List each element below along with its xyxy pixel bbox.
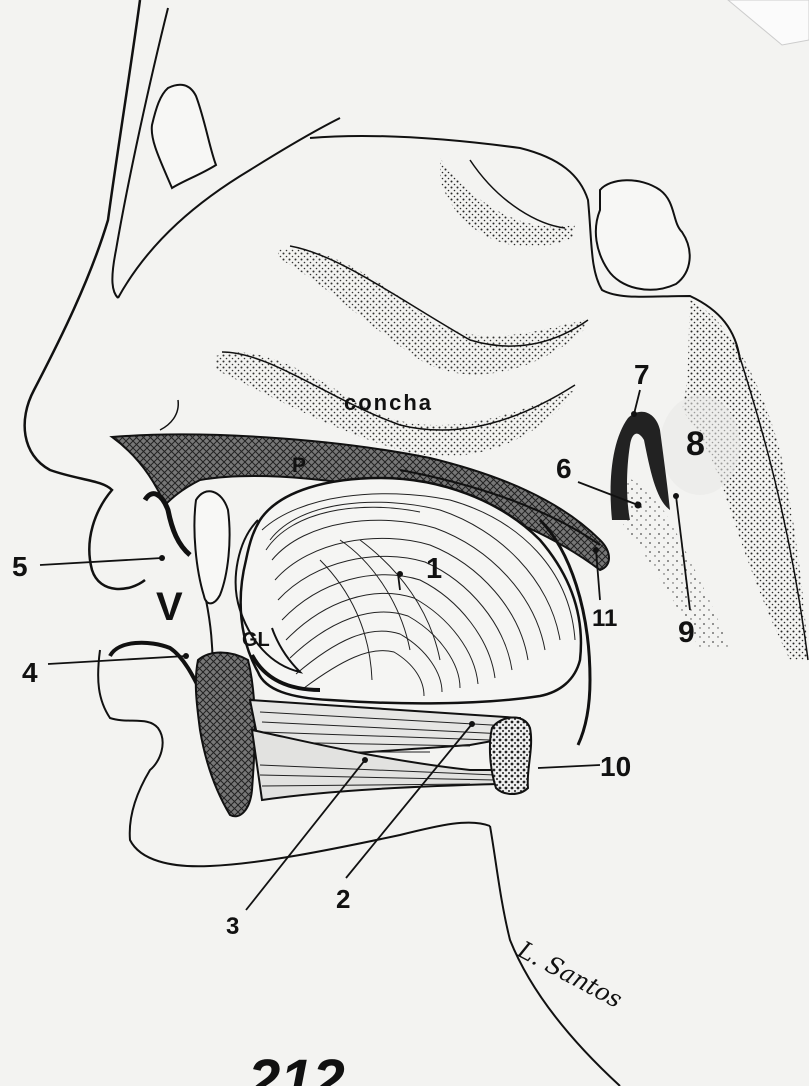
page-mark: 212 xyxy=(247,1048,345,1086)
palate-label: P xyxy=(292,454,306,477)
upper-incisor xyxy=(194,491,229,603)
sphenoid-sinus xyxy=(596,180,690,289)
hyoid-bone xyxy=(490,717,531,794)
callout-5: 5 xyxy=(12,551,28,582)
nostril-line xyxy=(160,400,178,430)
lower-lip xyxy=(110,643,205,700)
upper-lip xyxy=(145,494,190,555)
nose-profile xyxy=(25,0,145,589)
callout-6: 6 xyxy=(556,453,572,484)
nasopharynx-stipple xyxy=(610,478,730,650)
callout-1: 1 xyxy=(426,553,442,585)
frontal-sinus xyxy=(152,85,216,188)
callout-10: 10 xyxy=(600,751,631,782)
mandible-symphysis xyxy=(196,653,255,817)
callout-9: 9 xyxy=(678,616,695,649)
callout-2: 2 xyxy=(336,884,350,914)
callout-8: 8 xyxy=(686,425,705,463)
paper-corner xyxy=(728,0,809,45)
callout-7: 7 xyxy=(634,359,650,390)
tongue-tip-label: GL xyxy=(242,629,270,651)
concha-label: concha xyxy=(344,390,433,415)
artist-signature: L. Santos xyxy=(512,935,627,1014)
callout-11: 11 xyxy=(592,605,617,632)
callout-3: 3 xyxy=(226,913,239,940)
lip-gap-label: V xyxy=(156,585,183,629)
callout-4: 4 xyxy=(22,657,38,688)
